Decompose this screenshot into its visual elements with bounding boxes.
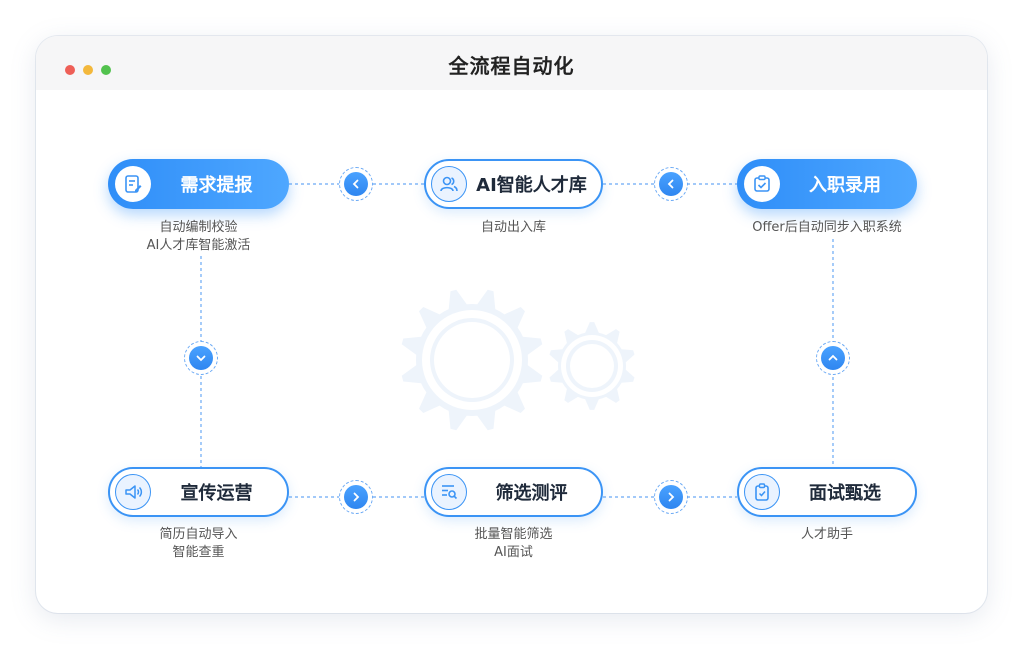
node-interview-label: 面试甄选	[809, 483, 881, 504]
node-talent[interactable]: AI智能人才库	[424, 159, 603, 209]
node-demand[interactable]: 需求提报	[108, 159, 289, 209]
chevron-left-icon	[344, 172, 368, 196]
search-list-icon	[431, 474, 467, 510]
node-promo-label: 宣传运营	[180, 483, 253, 504]
caption-line: 人才助手	[800, 527, 853, 542]
caption-line: Offer后自动同步入职系统	[752, 220, 902, 235]
node-interview-caption: 人才助手	[737, 526, 917, 544]
caption-line: 自动出入库	[480, 220, 546, 235]
chevron-down-icon	[189, 346, 213, 370]
megaphone-icon	[115, 474, 151, 510]
node-talent-label: AI智能人才库	[476, 175, 587, 196]
caption-line: AI面试	[494, 545, 533, 560]
node-onboard-label: 入职录用	[809, 175, 881, 196]
arrow-promo-to-screen[interactable]	[339, 480, 373, 514]
node-interview[interactable]: 面试甄选	[737, 467, 917, 517]
minimize-dot[interactable]	[83, 65, 93, 75]
node-promo[interactable]: 宣传运营	[108, 467, 289, 517]
node-screen[interactable]: 筛选测评	[424, 467, 603, 517]
clipboard-check-icon	[744, 166, 780, 202]
users-icon	[431, 166, 467, 202]
node-talent-caption: 自动出入库	[424, 219, 603, 237]
caption-line: AI人才库智能激活	[146, 238, 251, 253]
node-onboard-caption: Offer后自动同步入职系统	[727, 219, 927, 237]
window-titlebar: 全流程自动化	[36, 36, 987, 90]
chevron-right-icon	[344, 485, 368, 509]
node-promo-caption: 简历自动导入 智能查重	[108, 526, 289, 562]
gear-small-icon	[549, 322, 635, 410]
chevron-left-icon	[659, 172, 683, 196]
node-screen-label: 筛选测评	[495, 483, 568, 504]
clipboard-icon	[744, 474, 780, 510]
node-demand-caption: 自动编制校验 AI人才库智能激活	[108, 219, 289, 255]
arrow-onboard-to-talent[interactable]	[654, 167, 688, 201]
gear-large-icon	[401, 289, 543, 431]
maximize-dot[interactable]	[101, 65, 111, 75]
chevron-right-icon	[659, 485, 683, 509]
chevron-up-icon	[821, 346, 845, 370]
arrow-screen-to-interview[interactable]	[654, 480, 688, 514]
edit-document-icon	[115, 166, 151, 202]
window-title: 全流程自动化	[448, 54, 575, 78]
gear-center	[434, 322, 510, 398]
node-onboard[interactable]: 入职录用	[737, 159, 917, 209]
caption-line: 自动编制校验	[159, 220, 238, 235]
node-demand-label: 需求提报	[180, 175, 253, 196]
arrow-interview-to-onboard[interactable]	[816, 341, 850, 375]
node-screen-caption: 批量智能筛选 AI面试	[424, 526, 603, 562]
caption-line: 智能查重	[172, 545, 225, 560]
close-dot[interactable]	[65, 65, 75, 75]
caption-line: 简历自动导入	[159, 527, 238, 542]
gear-center	[570, 344, 614, 388]
caption-line: 批量智能筛选	[474, 527, 553, 542]
arrow-talent-to-demand[interactable]	[339, 167, 373, 201]
arrow-demand-to-promo[interactable]	[184, 341, 218, 375]
